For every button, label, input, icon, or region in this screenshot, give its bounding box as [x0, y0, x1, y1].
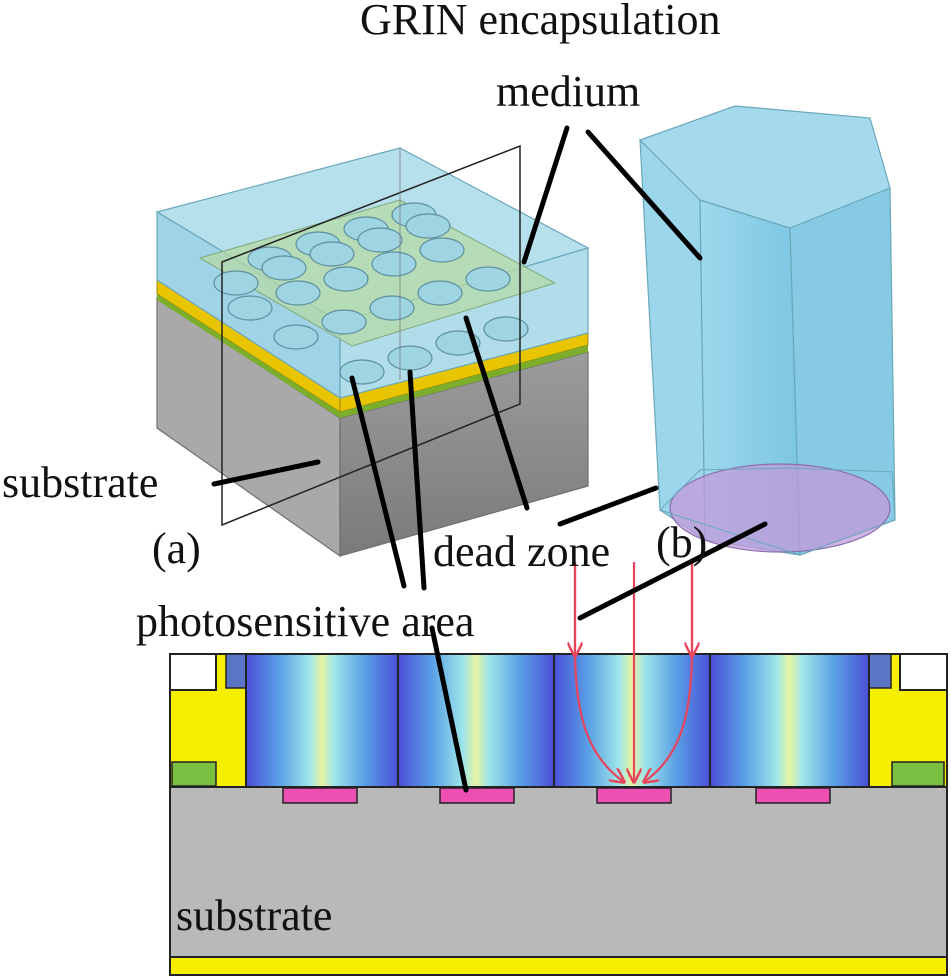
- focusing-rays: [575, 562, 692, 782]
- grin-lens-3: [553, 653, 711, 788]
- label-substrate-top: substrate: [2, 458, 158, 507]
- green-layer-left: [157, 294, 340, 418]
- cross-section: [169, 653, 948, 976]
- substrate-right-face: [339, 351, 589, 557]
- hexagonal-prism: [638, 105, 896, 556]
- label-grin-line1: GRIN encapsulation: [360, 0, 720, 44]
- ray-right: [644, 562, 694, 782]
- left-pad-green: [171, 761, 217, 787]
- photosensitive-pad-3: [596, 787, 672, 804]
- photosensitive-pad-4: [755, 787, 831, 804]
- right-pad-blue: [868, 653, 892, 689]
- lens-array-circles: [213, 202, 529, 385]
- label-grin-line2: medium: [496, 67, 640, 116]
- grin-lens-1: [245, 653, 399, 788]
- label-dead-zone: dead zone: [433, 527, 610, 576]
- prism-top-face: [638, 105, 891, 229]
- right-pad-green: [891, 761, 945, 787]
- photosensitive-disk: [669, 463, 891, 553]
- bottom-yellow-layer: [169, 956, 948, 976]
- left-pad-cutout: [169, 653, 217, 691]
- cut-plane: [221, 144, 521, 527]
- leader-lines: [211, 125, 768, 793]
- ray-left: [573, 562, 624, 782]
- grin-lens-2: [397, 653, 555, 788]
- photosensitive-pad-1: [282, 787, 358, 804]
- label-substrate-bottom: substrate: [176, 891, 332, 940]
- label-panel-a: (a): [152, 524, 201, 573]
- label-panel-b: (b): [656, 518, 707, 567]
- array-block-3d: [155, 144, 590, 558]
- cross-section-substrate: [169, 786, 948, 960]
- grin-lens-4: [709, 653, 870, 788]
- photosensitive-pad-2: [439, 787, 515, 804]
- right-pad-cutout: [899, 653, 948, 691]
- green-layer-right: [340, 345, 588, 418]
- prism-bottom-outline: [659, 467, 896, 556]
- left-pad-blue: [225, 653, 247, 689]
- label-photosensitive-area: photosensitive area: [136, 597, 474, 646]
